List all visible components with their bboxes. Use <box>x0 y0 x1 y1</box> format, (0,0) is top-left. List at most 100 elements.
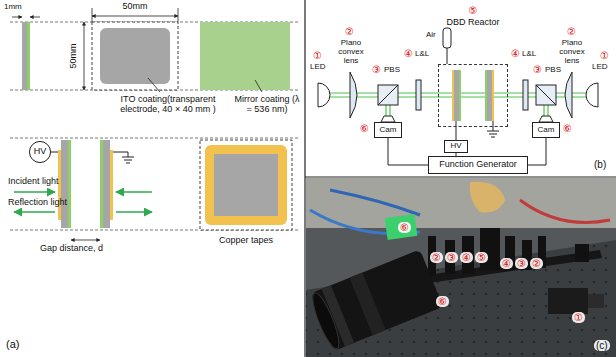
circle-outline <box>29 141 50 162</box>
node-label: HV <box>450 142 461 151</box>
optics-mounts <box>428 228 589 276</box>
part-label: L&L <box>415 50 429 59</box>
dimension-arrow <box>178 8 179 22</box>
callout-number: ⑥ <box>563 123 572 134</box>
electrode-plates <box>100 140 103 228</box>
cables <box>310 190 610 234</box>
plate-side-view <box>27 22 30 90</box>
copper-square <box>200 140 292 230</box>
reactor-plates <box>459 70 461 121</box>
lens-pair <box>523 80 528 110</box>
ground-wire <box>487 131 499 132</box>
callout-number: ② <box>430 252 443 263</box>
ito-glass-square <box>100 28 170 84</box>
electrode-plates <box>61 140 68 228</box>
wire-connector <box>388 138 428 165</box>
wire <box>51 152 58 153</box>
light-beam <box>389 105 390 116</box>
dimension: 1mm <box>4 3 22 12</box>
lens-pair <box>416 80 421 110</box>
plano-convex-lens <box>350 72 357 118</box>
leader-line <box>255 80 262 92</box>
leader-line <box>148 78 160 92</box>
camera-lens-photo <box>308 249 443 352</box>
camera-lens-symbol <box>381 116 553 122</box>
dimension: Gap distance, d <box>40 244 103 254</box>
callout-number: ⑥ <box>398 222 411 233</box>
air-bottle <box>443 28 451 64</box>
node-label: Function Generator <box>439 160 517 170</box>
dimension-arrow <box>30 17 40 18</box>
ground-wire <box>456 121 499 137</box>
air-bottle <box>447 48 448 64</box>
light-beam <box>547 105 548 116</box>
lens-pair <box>416 80 528 110</box>
plate-side-view <box>22 22 30 90</box>
callout-number: ② <box>530 258 543 269</box>
hv-source: HV <box>29 141 51 163</box>
pbs-cube <box>378 85 398 105</box>
copper-square <box>214 154 278 216</box>
led-symbol <box>318 83 330 107</box>
optics-mounts <box>575 244 589 262</box>
callout-number: ① <box>572 312 585 323</box>
mirror-square <box>200 22 290 90</box>
green-tape <box>385 214 418 240</box>
photo-background <box>306 178 616 357</box>
callout-number: ④ <box>404 48 413 59</box>
light-arrow <box>116 211 152 213</box>
pbs-cube <box>536 85 556 105</box>
callout-number: ⑥ <box>436 296 449 307</box>
dimension-arrow <box>12 17 22 18</box>
wire <box>126 163 130 164</box>
callout-number: ③ <box>372 64 381 75</box>
light-label: Incident light <box>8 177 59 187</box>
dimension-arrow <box>92 16 178 17</box>
panel-label: (a) <box>6 338 19 350</box>
wire <box>124 160 132 161</box>
node-label: HV <box>34 147 47 157</box>
pbs-cube <box>536 85 556 105</box>
leader-line <box>148 78 262 92</box>
callout-number: ④ <box>511 48 520 59</box>
camera-box: Cam <box>374 122 402 138</box>
part-label: LED <box>592 63 608 72</box>
callout-number: ② <box>345 26 354 37</box>
panel-separator <box>304 0 305 357</box>
ito-glass-square <box>92 22 178 90</box>
camera-box: Cam <box>532 122 560 138</box>
dimension-arrow <box>71 240 100 241</box>
optics-mounts <box>480 228 500 270</box>
ground-wire <box>489 134 497 135</box>
wire <box>122 157 134 158</box>
part-label: Plano convex lens <box>334 39 368 65</box>
part-label: PBS <box>384 66 400 75</box>
plate-side-view <box>22 22 27 90</box>
dimension: 50mm <box>120 2 149 12</box>
copper-square <box>205 145 287 225</box>
callout-number: ③ <box>533 64 542 75</box>
wire <box>51 152 134 163</box>
dimension-arrow <box>84 22 85 90</box>
reactor-plates <box>485 70 487 121</box>
part-label: Plano convex lens <box>555 39 589 65</box>
photo-background <box>306 240 616 357</box>
pbs-cube <box>378 85 556 105</box>
panel-separator <box>305 0 616 357</box>
callout-number: ④ <box>500 258 513 269</box>
node-label: Cam <box>380 126 397 135</box>
mirror-square <box>200 22 290 90</box>
electrode-plates <box>103 140 110 228</box>
light-arrow <box>116 191 152 193</box>
plano-convex-lens <box>565 72 572 118</box>
ground-wire <box>491 137 495 138</box>
function-generator-box: Function Generator <box>428 156 528 174</box>
light-arrow <box>14 211 55 213</box>
wire-connector <box>456 127 457 140</box>
light-beam <box>385 105 386 116</box>
node-label: Cam <box>538 126 555 135</box>
part-label: Air <box>426 31 436 40</box>
callout-number: ③ <box>515 258 528 269</box>
yellow-glove <box>470 182 505 213</box>
